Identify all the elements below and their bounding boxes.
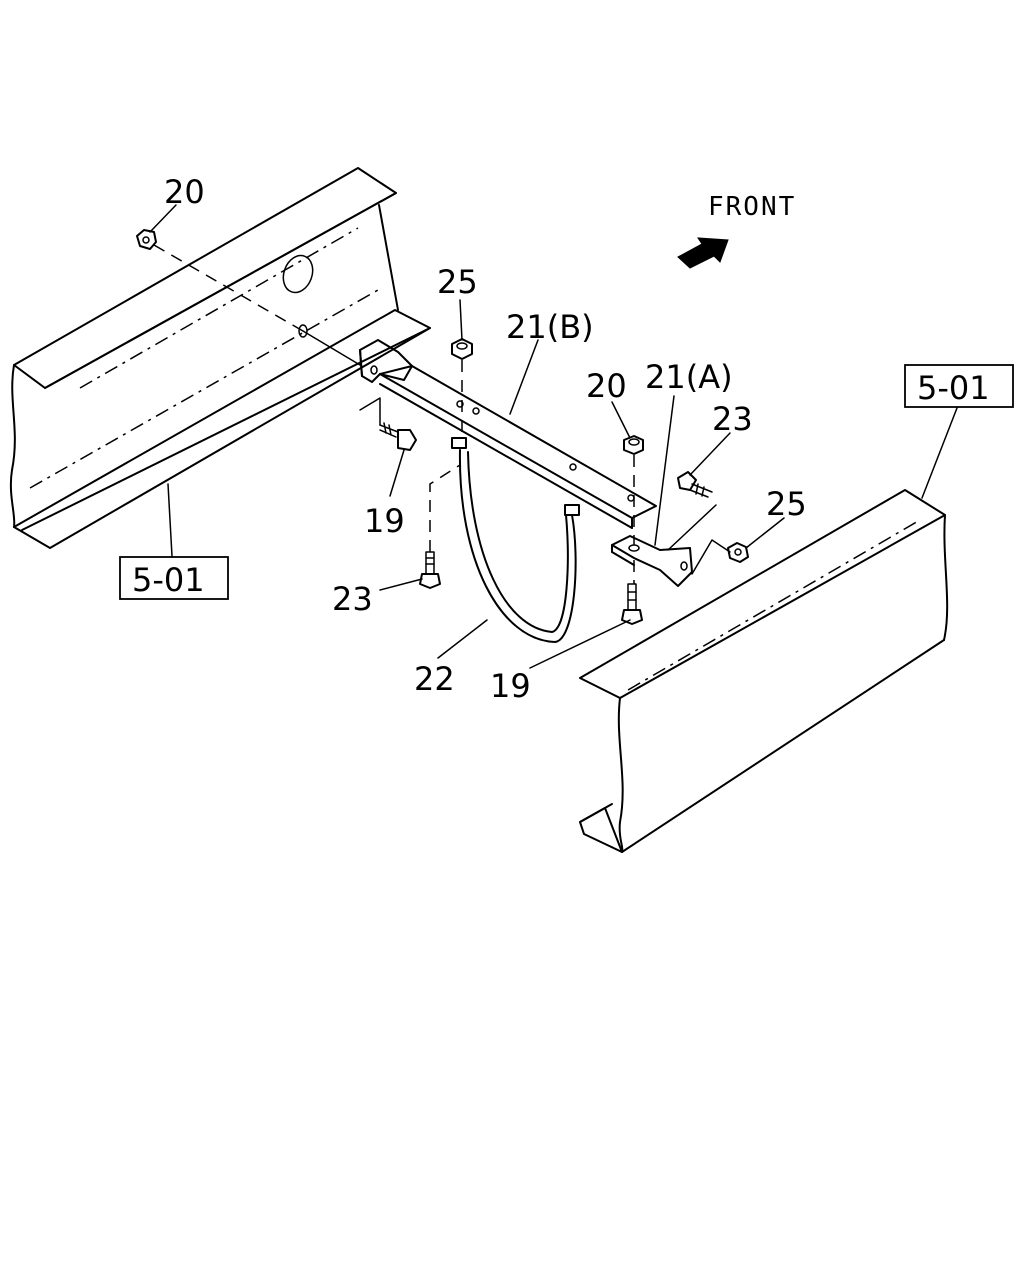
nut-20-left <box>136 229 157 250</box>
front-label: FRONT <box>708 192 796 222</box>
callout-20-left[interactable]: 20 <box>164 173 205 211</box>
front-indicator: FRONT <box>677 192 796 269</box>
callout-23-right[interactable]: 23 <box>712 400 753 438</box>
callout-20-right[interactable]: 20 <box>586 367 627 405</box>
callout-23-left[interactable]: 23 <box>332 580 373 618</box>
leader-lines <box>149 204 958 669</box>
assembly-lines <box>153 244 731 584</box>
bracket-21a <box>611 535 693 587</box>
ref-box-left[interactable]: 5-01 <box>119 556 229 600</box>
callout-21b[interactable]: 21(B) <box>506 308 594 346</box>
callout-19-right[interactable]: 19 <box>490 667 531 705</box>
callout-19-left[interactable]: 19 <box>364 502 405 540</box>
ref-label: 5-01 <box>132 561 205 599</box>
nut-25-top <box>451 338 473 360</box>
bracket-21b <box>359 339 657 529</box>
ref-label: 5-01 <box>917 369 990 407</box>
callout-25-right[interactable]: 25 <box>766 485 807 523</box>
callout-25-top[interactable]: 25 <box>437 263 478 301</box>
callout-labels: 20 25 21(B) 20 21(A) 23 25 19 23 22 19 <box>164 173 807 705</box>
front-arrow-icon <box>677 237 729 269</box>
bolt-19-right <box>621 583 643 625</box>
bolt-23-left <box>419 551 441 589</box>
callout-22[interactable]: 22 <box>414 660 455 698</box>
ref-box-right[interactable]: 5-01 <box>904 364 1014 408</box>
left-frame-rail <box>9 167 431 549</box>
bolt-23-right <box>677 471 713 498</box>
u-strap-22 <box>451 437 580 643</box>
nut-20-right <box>623 435 644 455</box>
right-frame-rail <box>579 489 949 853</box>
bolt-19-left <box>379 422 417 451</box>
callout-21a[interactable]: 21(A) <box>645 358 733 396</box>
nut-25-right <box>727 542 749 563</box>
